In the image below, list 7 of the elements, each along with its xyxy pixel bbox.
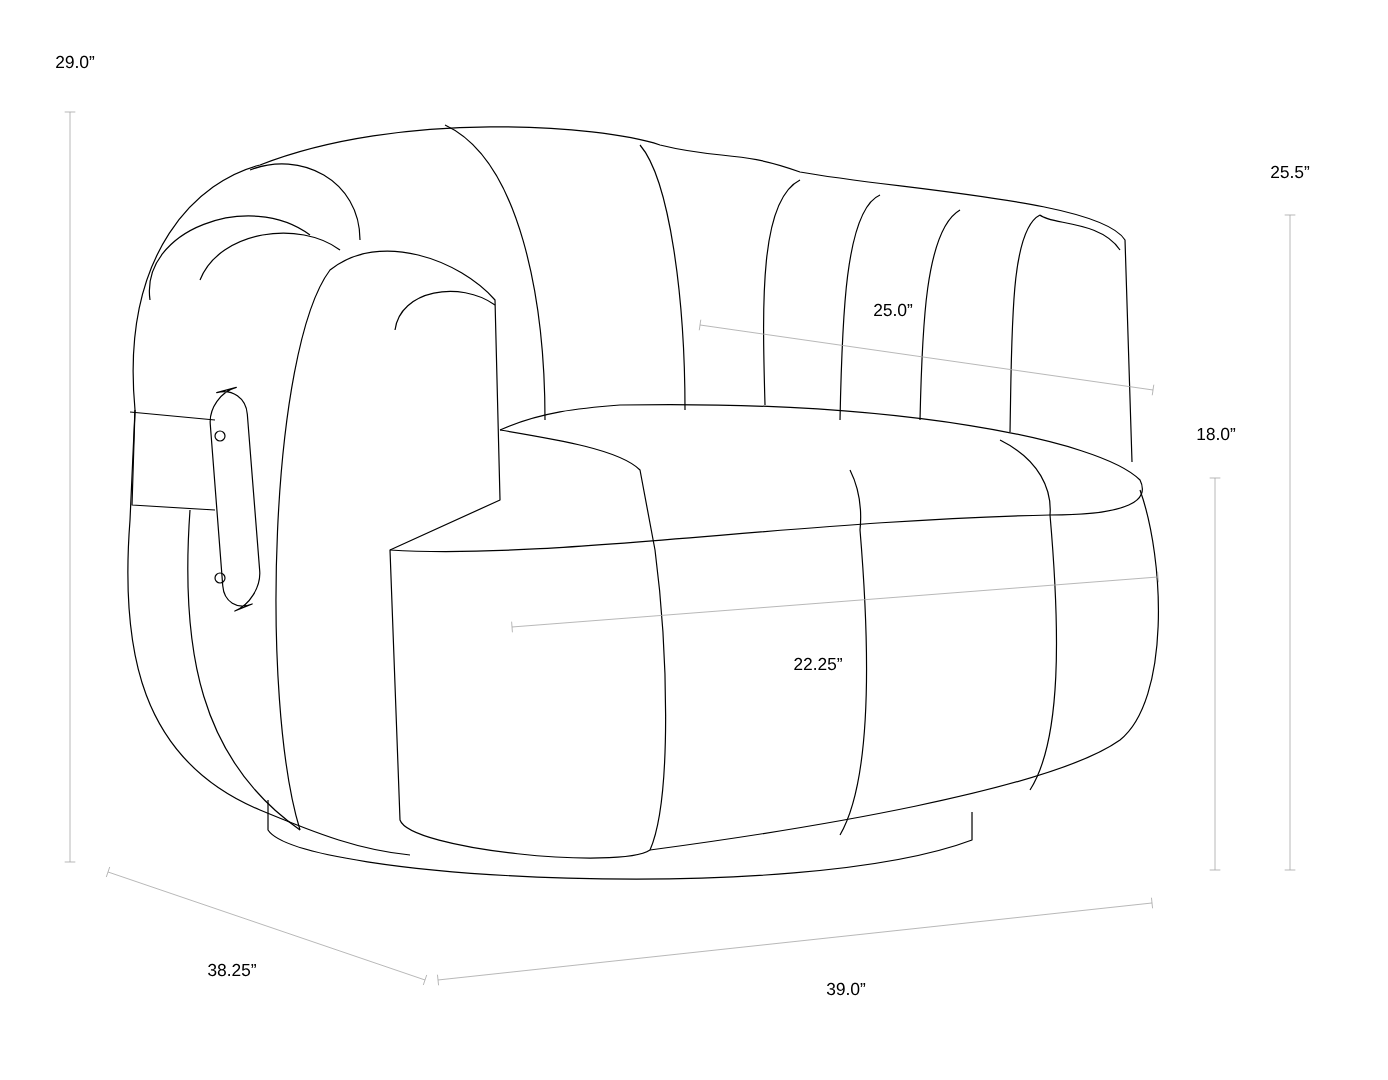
dimension-label: 25.5” — [1271, 165, 1310, 179]
dimension-label: 22.25” — [794, 657, 842, 671]
dimension-label: 18.0” — [1197, 427, 1236, 441]
dimension-label: 39.0” — [826, 982, 866, 996]
dimension-label: 29.0” — [56, 55, 95, 69]
dimension-label: 25.0” — [874, 303, 913, 317]
dimension-label: 38.25” — [208, 963, 256, 977]
